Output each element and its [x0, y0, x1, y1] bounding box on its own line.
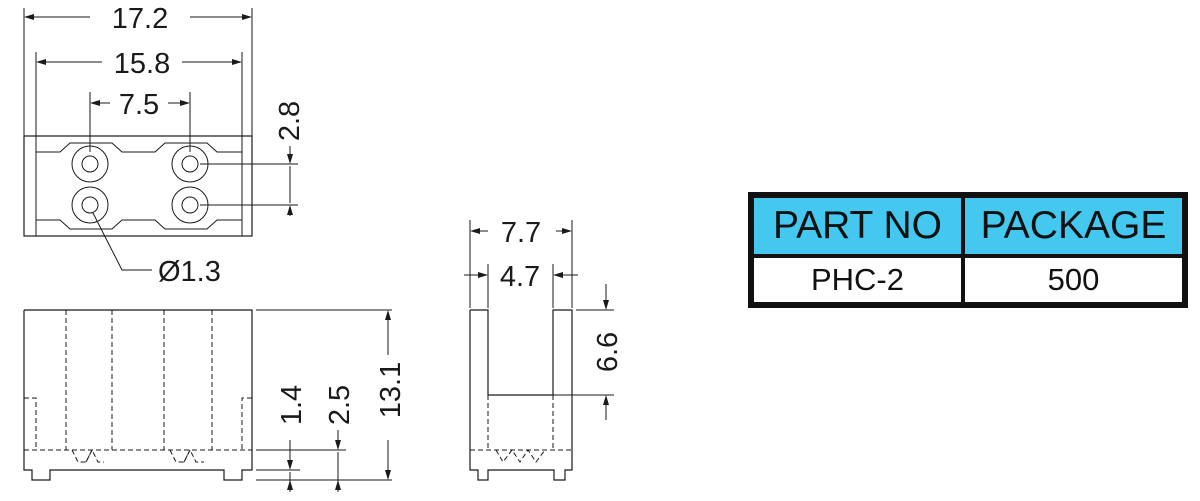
front-view: 1.4 2.5 13.1 — [23, 309, 407, 492]
hole-bottom-left — [71, 186, 109, 224]
header-part-no: PART NO — [754, 198, 961, 254]
dim-hole-row-spacing: 2.8 — [274, 101, 306, 141]
part-info-table: PART NO PACKAGE PHC-2 500 — [748, 192, 1188, 308]
cell-package: 500 — [965, 258, 1182, 302]
dim-total-height: 13.1 — [375, 362, 407, 418]
side-view: 7.7 4.7 6.6 — [464, 217, 624, 481]
dim-hole-pitch: 7.5 — [119, 89, 159, 121]
dim-side-width-inner: 4.7 — [500, 261, 540, 293]
dim-base-height: 2.5 — [324, 385, 356, 425]
header-package: PACKAGE — [965, 198, 1182, 254]
dim-hole-diameter: Ø1.3 — [158, 256, 221, 288]
dim-side-width-outer: 7.7 — [501, 217, 541, 249]
cell-part-no: PHC-2 — [754, 258, 961, 302]
dim-slot-depth: 6.6 — [592, 332, 624, 372]
top-view: 17.2 15.8 7.5 2.8 Ø1.3 — [23, 3, 306, 288]
dim-top-width-inner: 15.8 — [114, 48, 170, 80]
dim-foot-height: 1.4 — [276, 385, 308, 425]
dim-top-width-outer: 17.2 — [112, 3, 168, 35]
